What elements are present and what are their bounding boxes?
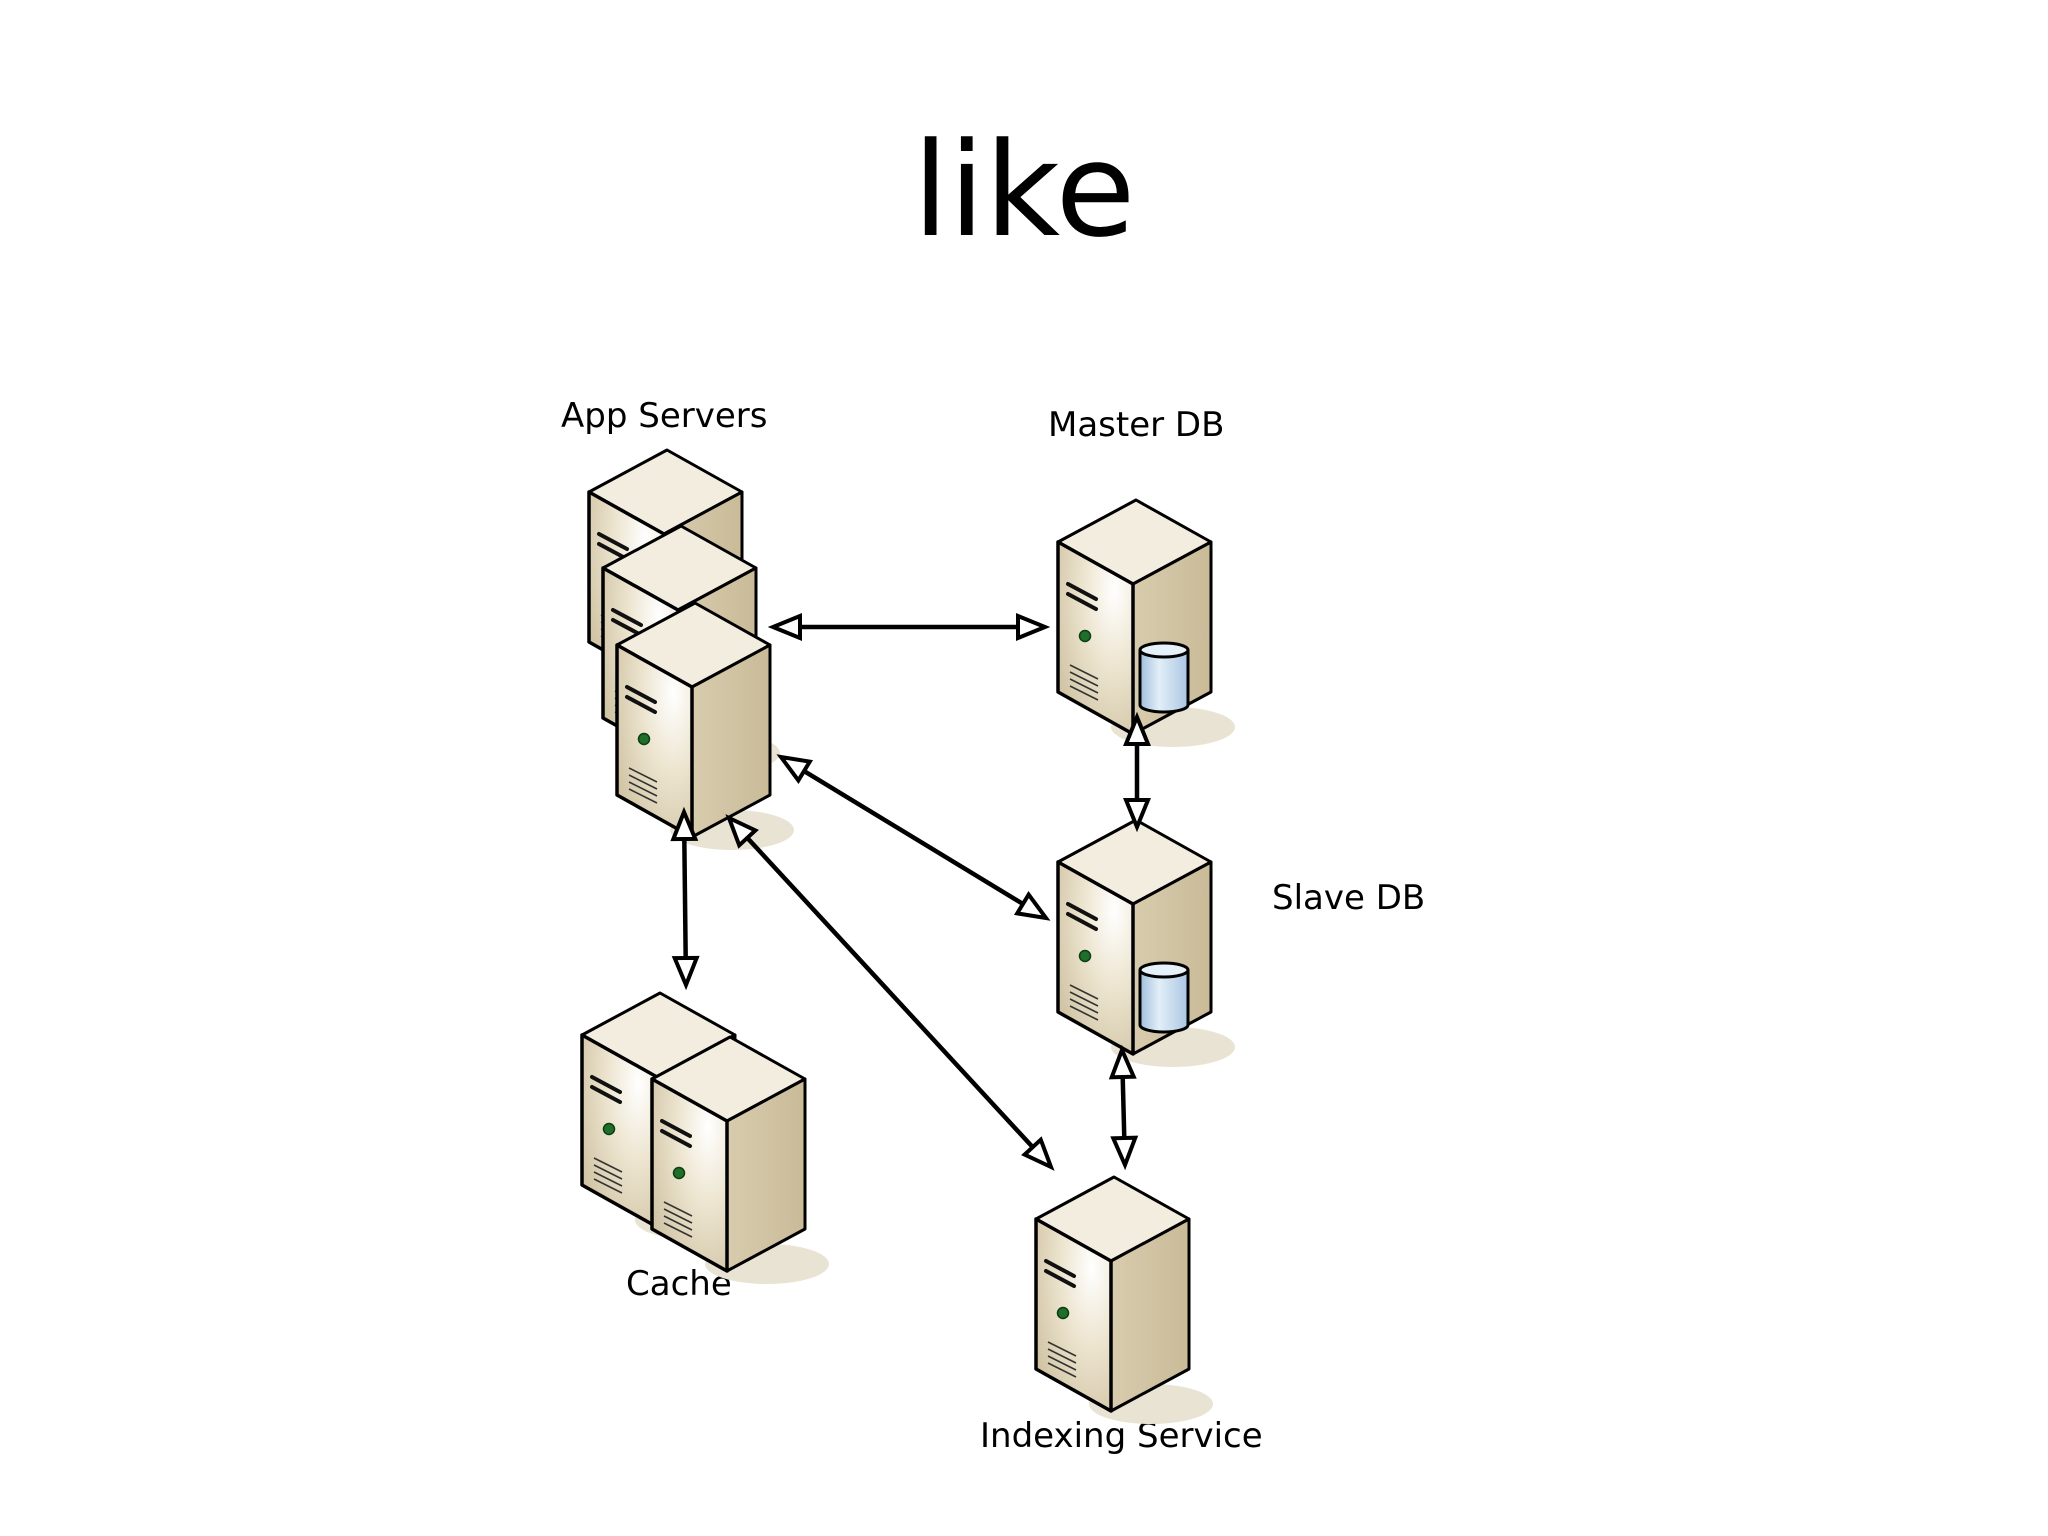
label-app-servers: App Servers xyxy=(561,396,768,436)
database-cylinder-icon xyxy=(1138,961,1190,1034)
label-slave-db: Slave DB xyxy=(1272,878,1426,918)
label-indexing-service: Indexing Service xyxy=(980,1416,1263,1456)
arrow-app-index xyxy=(725,814,1055,1171)
slide-title: like xyxy=(912,114,1136,266)
database-cylinder-icon xyxy=(1138,641,1190,714)
arrow-master-slave xyxy=(1123,711,1151,833)
arrow-app-master xyxy=(767,613,1051,641)
slave-db-server xyxy=(1056,818,1235,1067)
label-master-db: Master DB xyxy=(1048,405,1225,445)
arrow-app-cache xyxy=(670,806,700,991)
arrow-app-slave xyxy=(776,754,1051,921)
cache-server-2 xyxy=(650,1035,829,1284)
indexing-server xyxy=(1034,1175,1213,1424)
arrow-slave-index xyxy=(1108,1044,1139,1171)
master-db-server xyxy=(1056,498,1235,747)
app-server-3 xyxy=(615,601,794,850)
